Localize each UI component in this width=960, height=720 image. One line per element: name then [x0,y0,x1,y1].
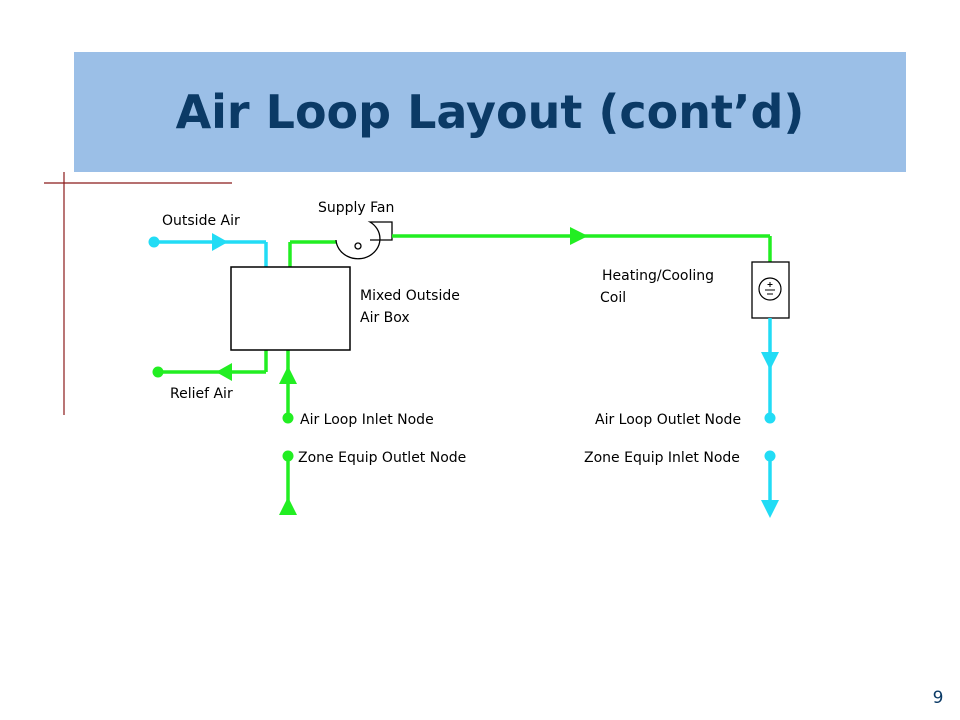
zone-equip-outlet-arrow [279,497,297,515]
slide-title: Air Loop Layout (cont’d) [175,85,805,139]
zone-equip-inlet-node-label: Zone Equip Inlet Node [584,450,740,466]
heating-cooling-coil-icon [751,261,790,319]
relief-air-path [158,350,268,374]
outside-air-label: Outside Air [162,213,240,229]
relief-air-label: Relief Air [170,386,233,402]
relief-air-arrow [216,363,232,381]
air-loop-outlet-node [764,412,776,424]
mixed-box-label-line1: Mixed Outside [360,288,460,304]
outside-air-node [148,236,160,248]
mixed-box-label-line2: Air Box [360,310,410,326]
zone-equip-outlet-node-label: Zone Equip Outlet Node [298,450,466,466]
mixed-outside-air-box [230,266,351,351]
air-loop-inlet-node-label: Air Loop Inlet Node [300,412,434,428]
mixer-to-fan-path [288,240,336,267]
supply-fan-icon [335,221,393,260]
outside-air-arrow [212,233,228,251]
zone-equip-inlet-arrow [761,500,779,518]
relief-air-node [152,366,164,378]
title-bar: Air Loop Layout (cont’d) [74,52,906,172]
page-number: 9 [932,688,944,708]
corner-accent-lines [44,172,232,415]
coil-label-line1: Heating/Cooling [602,268,714,284]
return-air-arrow [279,366,297,384]
zone-equip-outlet-node [282,450,294,462]
supply-fan-label: Supply Fan [318,200,394,216]
coil-label-line2: Coil [600,290,626,306]
supply-air-arrow [570,227,588,245]
coil-outlet-arrow [761,352,779,370]
air-loop-outlet-node-label: Air Loop Outlet Node [595,412,741,428]
outside-air-path [154,240,268,267]
supply-air-path [392,234,772,262]
